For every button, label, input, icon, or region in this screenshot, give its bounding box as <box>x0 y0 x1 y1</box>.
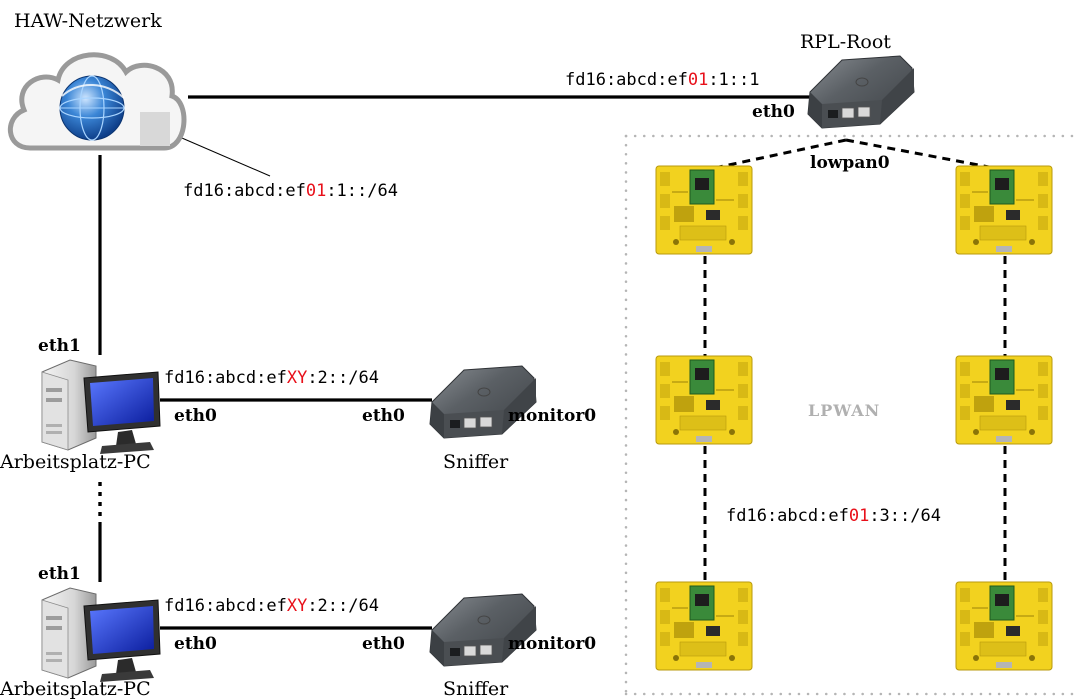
sniffer2-label: Sniffer <box>443 678 509 700</box>
pc2-icon <box>41 587 161 683</box>
sniffer1-icon <box>429 365 537 439</box>
board-1-icon <box>655 165 753 255</box>
pc1-eth1-label: eth1 <box>38 336 81 356</box>
pc2-label: Arbeitsplatz-PC <box>0 678 151 700</box>
haw-prefix: fd16:abcd:ef01:1::/64 <box>183 181 398 201</box>
sniffer1-eth0-label: eth0 <box>362 406 405 426</box>
pc2-prefix: fd16:abcd:efXY:2::/64 <box>164 596 379 616</box>
pc1-icon <box>41 359 161 455</box>
board-3-icon <box>655 355 753 445</box>
prefix-leader-line <box>167 131 271 177</box>
sniffer2-icon <box>429 593 537 667</box>
lpwan-prefix: fd16:abcd:ef01:3::/64 <box>722 508 945 525</box>
pc2-eth0-label: eth0 <box>174 634 217 654</box>
sniffer2-monitor0-label: monitor0 <box>508 634 597 654</box>
rpl-root-icon <box>807 55 915 129</box>
pc1-prefix: fd16:abcd:efXY:2::/64 <box>164 368 379 388</box>
pc2-eth1-label: eth1 <box>38 564 81 584</box>
pc1-label: Arbeitsplatz-PC <box>0 451 151 473</box>
sniffer1-monitor0-label: monitor0 <box>508 406 597 426</box>
cloud-globe-icon <box>7 52 187 151</box>
board-4-icon <box>955 355 1053 445</box>
sniffer2-eth0-label: eth0 <box>362 634 405 654</box>
board-2-icon <box>955 165 1053 255</box>
wireless-links <box>703 138 1007 584</box>
lpwan-boundary <box>624 134 1076 700</box>
lpwan-label: LPWAN <box>808 401 881 420</box>
cloud-label: HAW-Netzwerk <box>14 10 162 32</box>
board-5-icon <box>655 581 753 671</box>
sniffer1-label: Sniffer <box>443 451 509 473</box>
pc1-eth0-label: eth0 <box>174 406 217 426</box>
root-label: RPL-Root <box>800 31 891 53</box>
root-address: fd16:abcd:ef01:1::1 <box>565 70 760 90</box>
lowpan0-label: lowpan0 <box>810 153 890 173</box>
root-eth0-label: eth0 <box>752 102 795 122</box>
board-6-icon <box>955 581 1053 671</box>
